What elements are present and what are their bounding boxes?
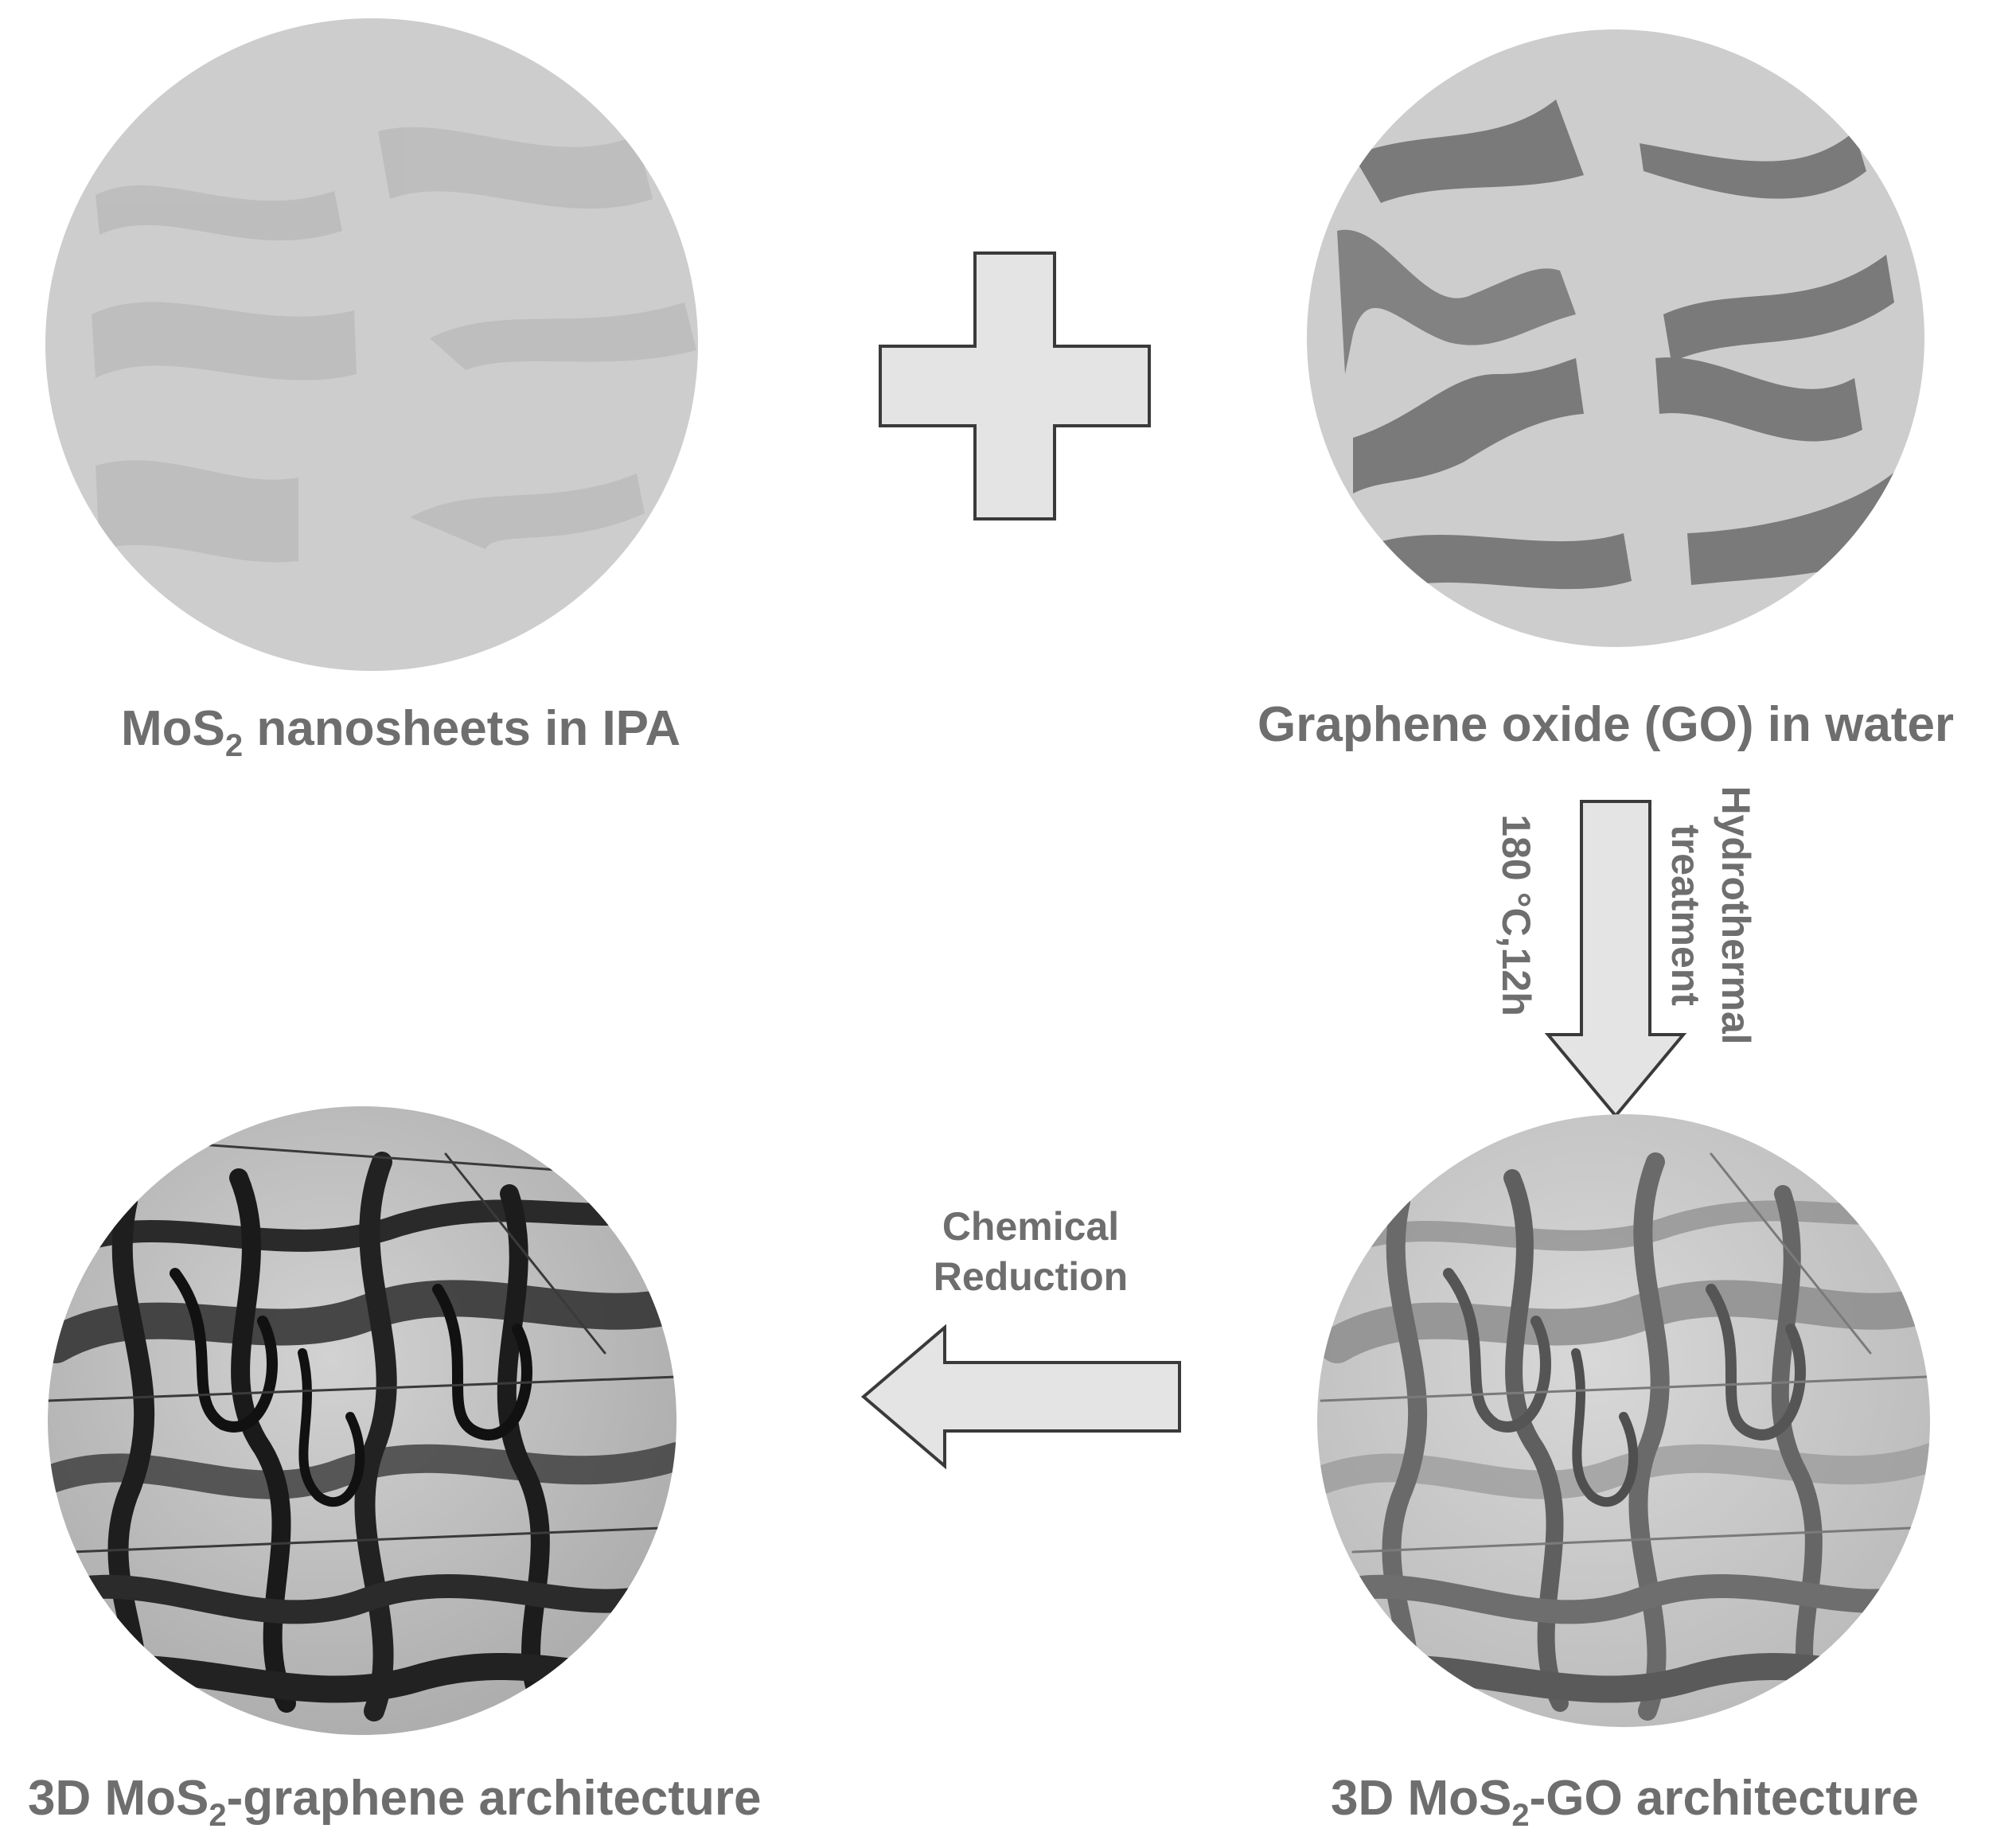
mos2-graphene-caption-pre: 3D MoS: [28, 1771, 209, 1826]
graphene-oxide-sphere: [1307, 29, 1924, 647]
mos2-graphene-caption-subscript: 2: [209, 1798, 227, 1833]
mos2-nanosheets-sphere: [45, 18, 698, 671]
reduction-label: Chemical Reduction: [879, 1202, 1182, 1301]
mos2-caption: MoS2 nanosheets in IPA: [121, 701, 681, 762]
hydrothermal-conditions: 180 °C,12h: [1494, 814, 1538, 1016]
mos2-go-sphere: [1317, 1114, 1930, 1727]
mos2-caption-subscript: 2: [224, 728, 244, 763]
hydrothermal-label-line1: Hydrothermal: [1714, 786, 1758, 1045]
reduction-label-line2: Reduction: [933, 1253, 1129, 1299]
hydrothermal-arrow: [1544, 800, 1687, 1119]
plus-icon: [879, 251, 1151, 520]
reduction-arrow: [860, 1324, 1181, 1470]
mos2-go-caption-subscript: 2: [1511, 1798, 1530, 1833]
mos2-caption-name: MoS: [121, 701, 225, 756]
mos2-go-caption-pre: 3D MoS: [1331, 1771, 1512, 1826]
hydrothermal-label-line2: treatment: [1663, 825, 1709, 1006]
reduction-label-line1: Chemical: [942, 1204, 1120, 1249]
mos2-go-caption: 3D MoS2-GO architecture: [1331, 1771, 1919, 1832]
hydrothermal-label: Hydrothermal treatment: [1661, 756, 1760, 1074]
mos2-caption-rest: nanosheets in IPA: [243, 701, 681, 756]
mos2-graphene-caption: 3D MoS2-graphene architecture: [28, 1771, 762, 1832]
go-caption: Graphene oxide (GO) in water: [1258, 697, 1955, 752]
mos2-graphene-sphere: [48, 1106, 677, 1735]
mos2-go-caption-post: -GO architecture: [1529, 1771, 1919, 1826]
mos2-graphene-caption-post: -graphene architecture: [226, 1771, 762, 1826]
